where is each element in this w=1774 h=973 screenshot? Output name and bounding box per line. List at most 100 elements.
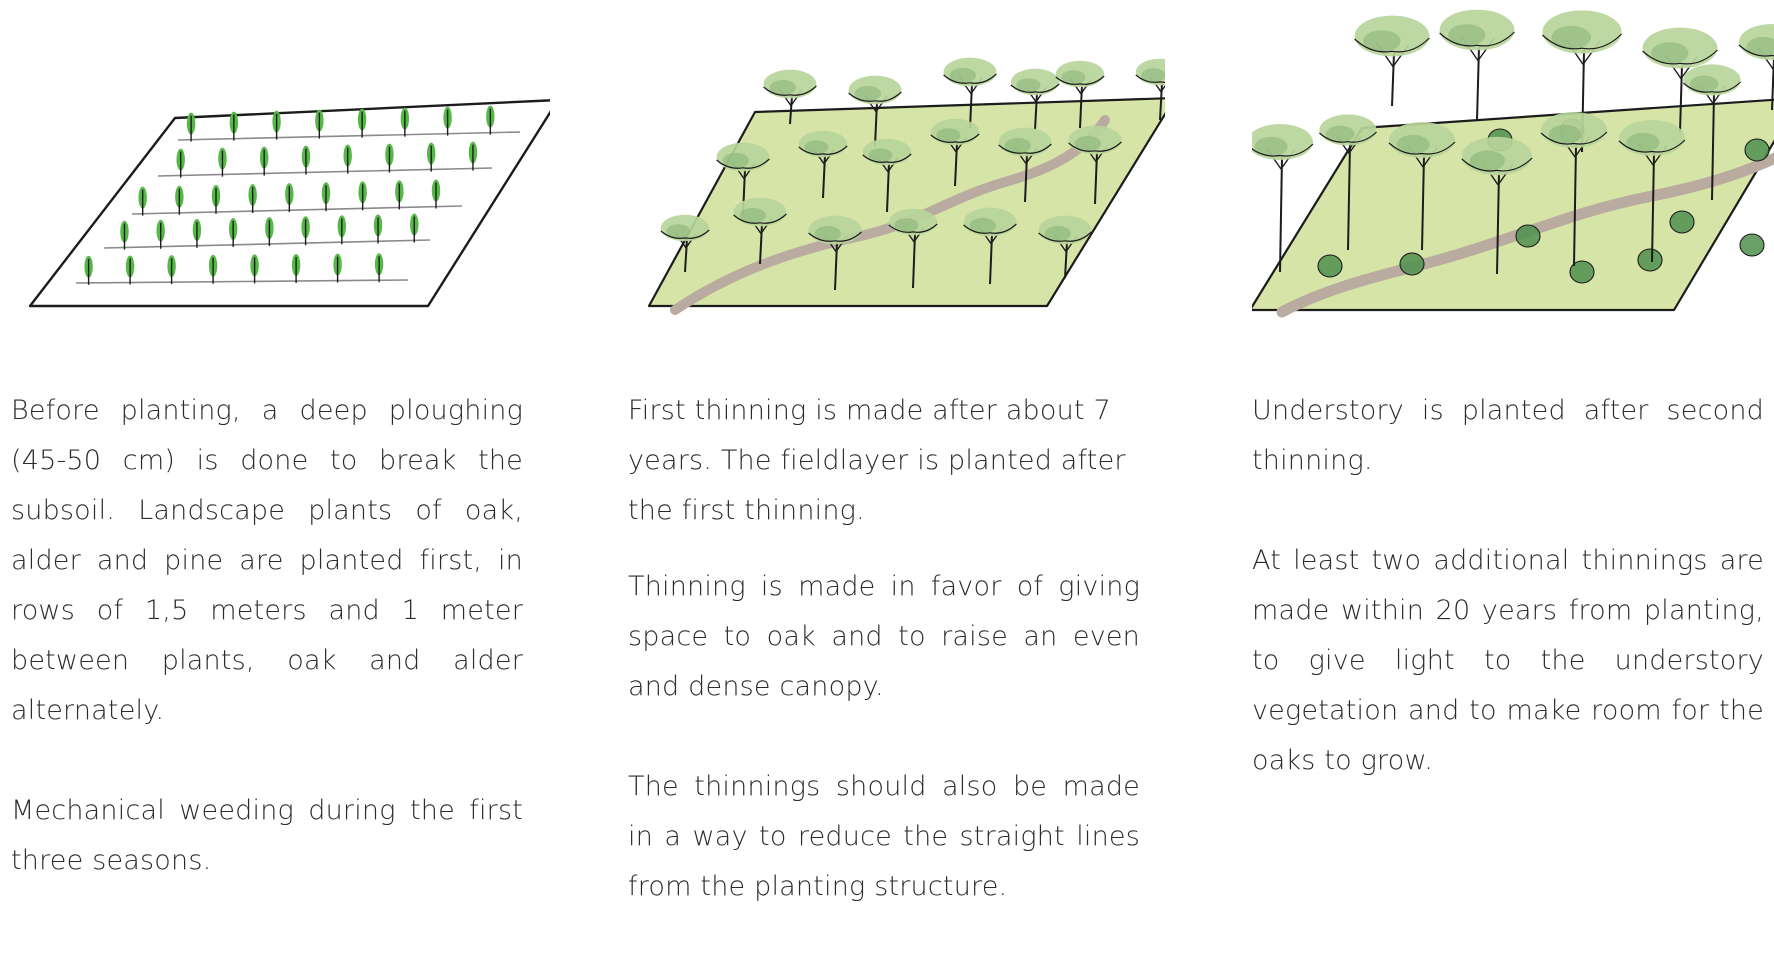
stage-2-paragraph-3: The thinnings should also be made in a w…: [628, 771, 1140, 902]
tree-crown-shade: [1548, 124, 1582, 145]
tree-crown-outline: [1738, 44, 1774, 57]
planting-row: [103, 239, 431, 249]
tree-crown-outline: [862, 153, 912, 163]
field-border: [28, 99, 550, 308]
tree-crown-outline: [660, 229, 710, 239]
stage-2-paragraph-2: Thinning is made in favor of giving spac…: [628, 571, 1140, 702]
tree-crown-shade: [1074, 135, 1101, 152]
shrub-outline: [1637, 248, 1663, 272]
tree-crown-shade: [1044, 225, 1071, 242]
stage-2-text: First thinning is made after about 7 yea…: [628, 386, 1140, 912]
tree-trunk: [1421, 154, 1425, 251]
tree-crown-shade: [739, 207, 766, 224]
tree-crown-outline: [1461, 157, 1533, 172]
tree-trunk: [874, 101, 878, 147]
tree-crown-outline: [1618, 139, 1686, 153]
shrub-outline: [1515, 224, 1541, 248]
planting-rows: [75, 131, 521, 284]
tree-trunk: [1064, 241, 1068, 279]
meadow-border: [647, 97, 1165, 308]
tree-crown-outline: [1068, 141, 1122, 152]
tree-crown-shade: [666, 224, 691, 239]
tree-trunk: [969, 83, 973, 129]
tree-crown-outline: [888, 223, 938, 233]
shrub: [1400, 253, 1424, 275]
shrub-outline: [1744, 138, 1770, 162]
tree-crown-shade: [769, 79, 796, 96]
tree-trunk: [1034, 92, 1038, 131]
tree-trunk: [912, 232, 916, 289]
tree-crown-shade: [1746, 36, 1774, 57]
shrub-outline: [1739, 233, 1765, 257]
tree-crown-shade: [1651, 42, 1689, 64]
tree-crown-outline: [1683, 81, 1742, 93]
tree-crown-outline: [1038, 231, 1092, 242]
tree-branch: [1160, 84, 1165, 93]
shrub-outline: [1669, 210, 1695, 234]
tree-crown-outline: [963, 223, 1017, 234]
tree-crown-shade: [868, 148, 893, 163]
stage-1-panel: Before planting, a deep ploughing (45-50…: [10, 0, 550, 973]
planting-rows-sketch: [28, 99, 550, 308]
tree-crown-shade: [1061, 70, 1086, 85]
shrub: [1516, 225, 1540, 247]
shrub-outline: [1317, 254, 1343, 278]
tree-crown-outline: [848, 91, 902, 102]
tree-crown-outline: [1055, 75, 1105, 85]
planting-row: [177, 131, 521, 141]
tree-crown-shade: [1689, 75, 1719, 93]
tree-crown-outline: [1354, 37, 1430, 53]
planting-row: [131, 205, 463, 215]
tree-crown-outline: [1540, 131, 1608, 145]
tree-trunk: [1159, 82, 1163, 121]
tree-crown-outline: [1439, 31, 1515, 47]
tree-crown-outline: [1010, 83, 1060, 93]
stage-3-paragraph-2: At least two additional thinnings are ma…: [1252, 545, 1764, 776]
tree-crown-outline: [763, 85, 817, 96]
understory-shrubs: [1317, 118, 1770, 284]
tree-crown-outline: [808, 231, 862, 242]
stage-3-paragraph-1: Understory is planted after second thinn…: [1252, 395, 1764, 476]
stage-1-paragraph-1: Before planting, a deep ploughing (45-50…: [11, 395, 523, 726]
tree-crown-outline: [1541, 33, 1623, 50]
tree-trunk: [1573, 144, 1577, 267]
tree-crown-outline: [930, 133, 980, 143]
tree-crown-shade: [1254, 136, 1288, 157]
tree-crown-shade: [1141, 68, 1165, 83]
understory-sketch: [1252, 9, 1774, 318]
mature-oaks: [1252, 9, 1774, 275]
tree-crown-shade: [854, 85, 881, 102]
seedlings: [84, 105, 495, 285]
tree-crown-outline: [733, 213, 787, 224]
tree-crown-outline: [798, 145, 848, 155]
tree-crown-shade: [1469, 150, 1505, 172]
tree-crown-shade: [894, 218, 919, 233]
forest-path: [1276, 152, 1774, 318]
stage-1-paragraph-2: Mechanical weeding during the first thre…: [11, 795, 523, 876]
tree-trunk: [1391, 52, 1395, 107]
tree-crown-shade: [1004, 137, 1031, 154]
tree-crown-outline: [716, 158, 770, 169]
tree-trunk: [1651, 152, 1655, 263]
shrub: [1318, 255, 1342, 277]
tree-crown-shade: [1551, 25, 1591, 49]
tree-crown-shade: [1016, 78, 1041, 93]
tree-crown-shade: [722, 152, 749, 169]
shrub: [1638, 249, 1662, 271]
tree-trunk: [1476, 46, 1480, 121]
tree-trunk: [1347, 142, 1351, 251]
tree-crown-outline: [1642, 49, 1718, 65]
tree-crown-shade: [1626, 132, 1660, 153]
planting-row: [157, 167, 493, 177]
shrub: [1740, 234, 1764, 256]
tree-trunk: [1279, 156, 1283, 273]
tree-trunk: [1679, 64, 1683, 133]
path-line: [1276, 152, 1774, 318]
young-trees: [660, 57, 1165, 291]
tree-crown-shade: [969, 217, 996, 234]
planting-row: [75, 279, 409, 284]
stage-1-text: Before planting, a deep ploughing (45-50…: [11, 386, 523, 886]
stage-3-panel: Understory is planted after second thinn…: [1252, 0, 1774, 973]
stage-2-panel: First thinning is made after about 7 yea…: [625, 0, 1165, 973]
shrub-outline: [1399, 252, 1425, 276]
